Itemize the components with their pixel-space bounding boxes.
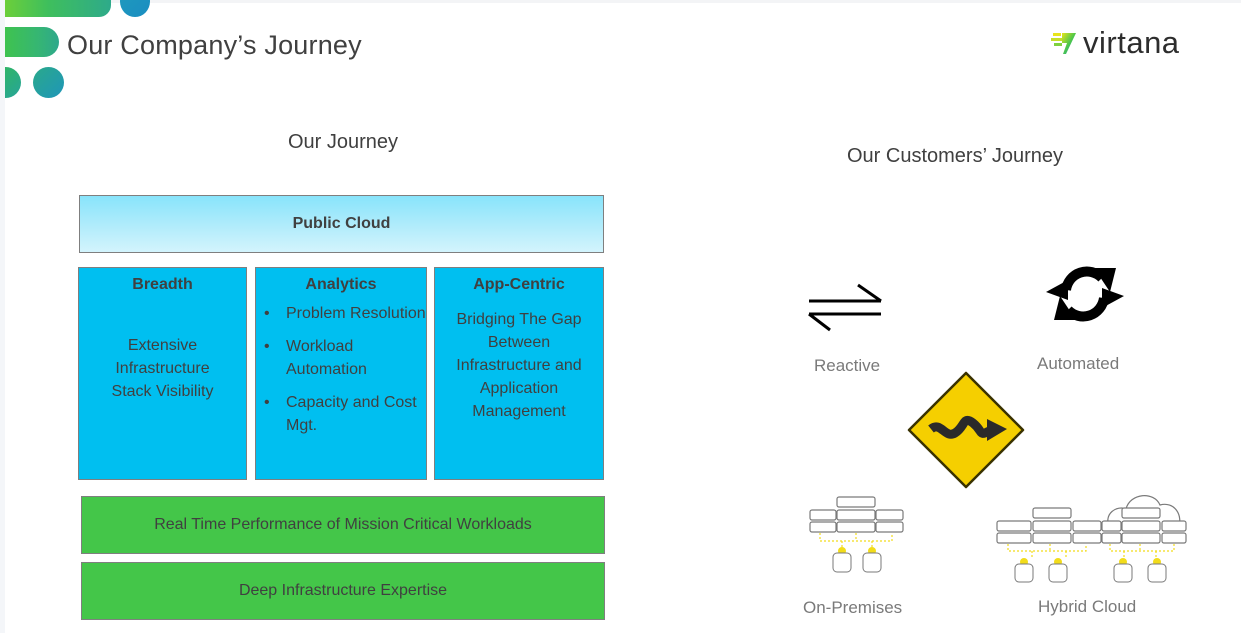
public-cloud-box: Public Cloud <box>79 195 604 253</box>
breadth-column: Breadth Extensive Infrastructure Stack V… <box>78 267 247 480</box>
body-line: Management <box>472 403 566 420</box>
column-body: Bridging The Gap Between Infrastructure … <box>435 308 603 423</box>
bullet-text: Capacity and Cost Mgt. <box>286 394 417 434</box>
body-line: Infrastructure and <box>456 357 582 374</box>
analytics-column: Analytics • Problem Resolution • Workload … <box>255 267 427 480</box>
foundation-label: Deep Infrastructure Expertise <box>238 582 448 599</box>
body-line: Application <box>479 380 559 397</box>
column-heading: Breadth <box>132 276 193 293</box>
bullet-item: • Capacity and Cost Mgt. <box>256 391 426 437</box>
brand-pill-shape <box>5 27 59 57</box>
virtana-logo: virtana <box>1051 25 1180 60</box>
body-line: Stack Visibility <box>111 383 214 400</box>
automated-label: Automated <box>1037 354 1120 373</box>
reactive-label: Reactive <box>814 356 881 375</box>
column-heading: Analytics <box>305 276 377 293</box>
body-line: Between <box>487 334 551 351</box>
deep-expertise-box: Deep Infrastructure Expertise <box>81 562 605 620</box>
winding-road-sign-icon <box>907 371 1025 489</box>
app-centric-column: App-Centric Bridging The Gap Between Inf… <box>434 267 604 480</box>
brand-dot-shape <box>33 67 64 98</box>
customers-journey-title: Our Customers’ Journey <box>847 145 1063 167</box>
column-body: Extensive Infrastructure Stack Visibilit… <box>79 334 246 403</box>
real-time-performance-box: Real Time Performance of Mission Critica… <box>81 496 605 554</box>
body-line: Extensive <box>127 337 198 354</box>
body-line: Bridging The Gap <box>456 311 582 328</box>
sync-arrows-icon <box>1046 266 1124 322</box>
column-heading: App-Centric <box>473 276 565 293</box>
brand-half-dot-shape <box>5 67 21 98</box>
foundation-label: Real Time Performance of Mission Critica… <box>154 516 532 533</box>
hybrid-cloud-servers-icon <box>996 495 1187 583</box>
hybrid-cloud-label: Hybrid Cloud <box>1038 597 1137 616</box>
logo-text: virtana <box>1083 25 1180 60</box>
exchange-arrows-icon <box>808 283 882 332</box>
our-journey-title: Our Journey <box>288 131 399 153</box>
brand-bar-shape <box>5 0 111 17</box>
brand-dot-shape <box>120 0 150 17</box>
public-cloud-label: Public Cloud <box>292 215 391 232</box>
top-band <box>0 0 1241 3</box>
bullet-icon: • <box>264 305 270 322</box>
left-band <box>0 0 5 633</box>
on-premises-label: On-Premises <box>803 598 903 617</box>
bullet-item: • Problem Resolution <box>256 302 426 325</box>
bullet-text: Problem Resolution <box>286 305 426 322</box>
on-premises-servers-icon <box>809 496 904 573</box>
bullet-icon: • <box>264 394 270 411</box>
bullet-item: • Workload Automation <box>256 335 426 381</box>
body-line: Infrastructure <box>115 360 210 377</box>
bullet-text: Workload Automation <box>286 338 367 378</box>
bullet-icon: • <box>264 338 270 355</box>
analytics-bullet-list: • Problem Resolution • Workload Automation… <box>256 302 426 437</box>
virtana-v-logo-icon <box>1051 33 1076 54</box>
page-title: Our Company’s Journey <box>67 30 362 60</box>
